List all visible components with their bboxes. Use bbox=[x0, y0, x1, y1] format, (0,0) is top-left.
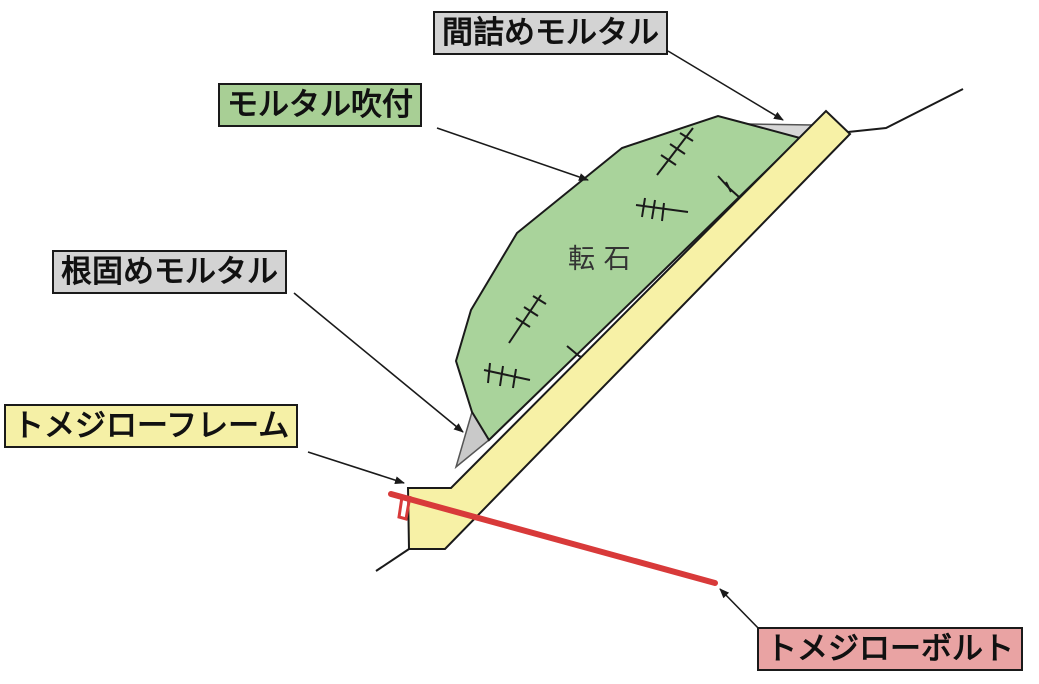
crack-marks bbox=[483, 127, 740, 389]
leader-frame bbox=[307, 451, 405, 485]
mortar-spray-label: モルタル吹付 bbox=[218, 83, 422, 127]
base-mortar-label: 根固めモルタル bbox=[52, 250, 287, 294]
leader-gap-mortar bbox=[667, 50, 784, 121]
bolt-shaft bbox=[388, 491, 718, 586]
leader-base-mortar bbox=[293, 292, 464, 433]
frame-shape bbox=[406, 109, 852, 550]
ground-line-bottom bbox=[375, 548, 410, 572]
boulder-shape bbox=[454, 114, 802, 442]
ground-line-top bbox=[847, 88, 964, 133]
gap-mortar-label: 間詰めモルタル bbox=[433, 11, 668, 55]
leader-mortar-spray bbox=[436, 127, 589, 181]
boulder-label: 転 石 bbox=[568, 244, 631, 275]
tomegiro-bolt-label: トメジローボルト bbox=[757, 627, 1023, 671]
bolt-head bbox=[397, 495, 412, 521]
leader-lines bbox=[293, 50, 784, 633]
leader-bolt bbox=[719, 588, 763, 633]
tomegiro-frame-label: トメジローフレーム bbox=[4, 404, 299, 448]
